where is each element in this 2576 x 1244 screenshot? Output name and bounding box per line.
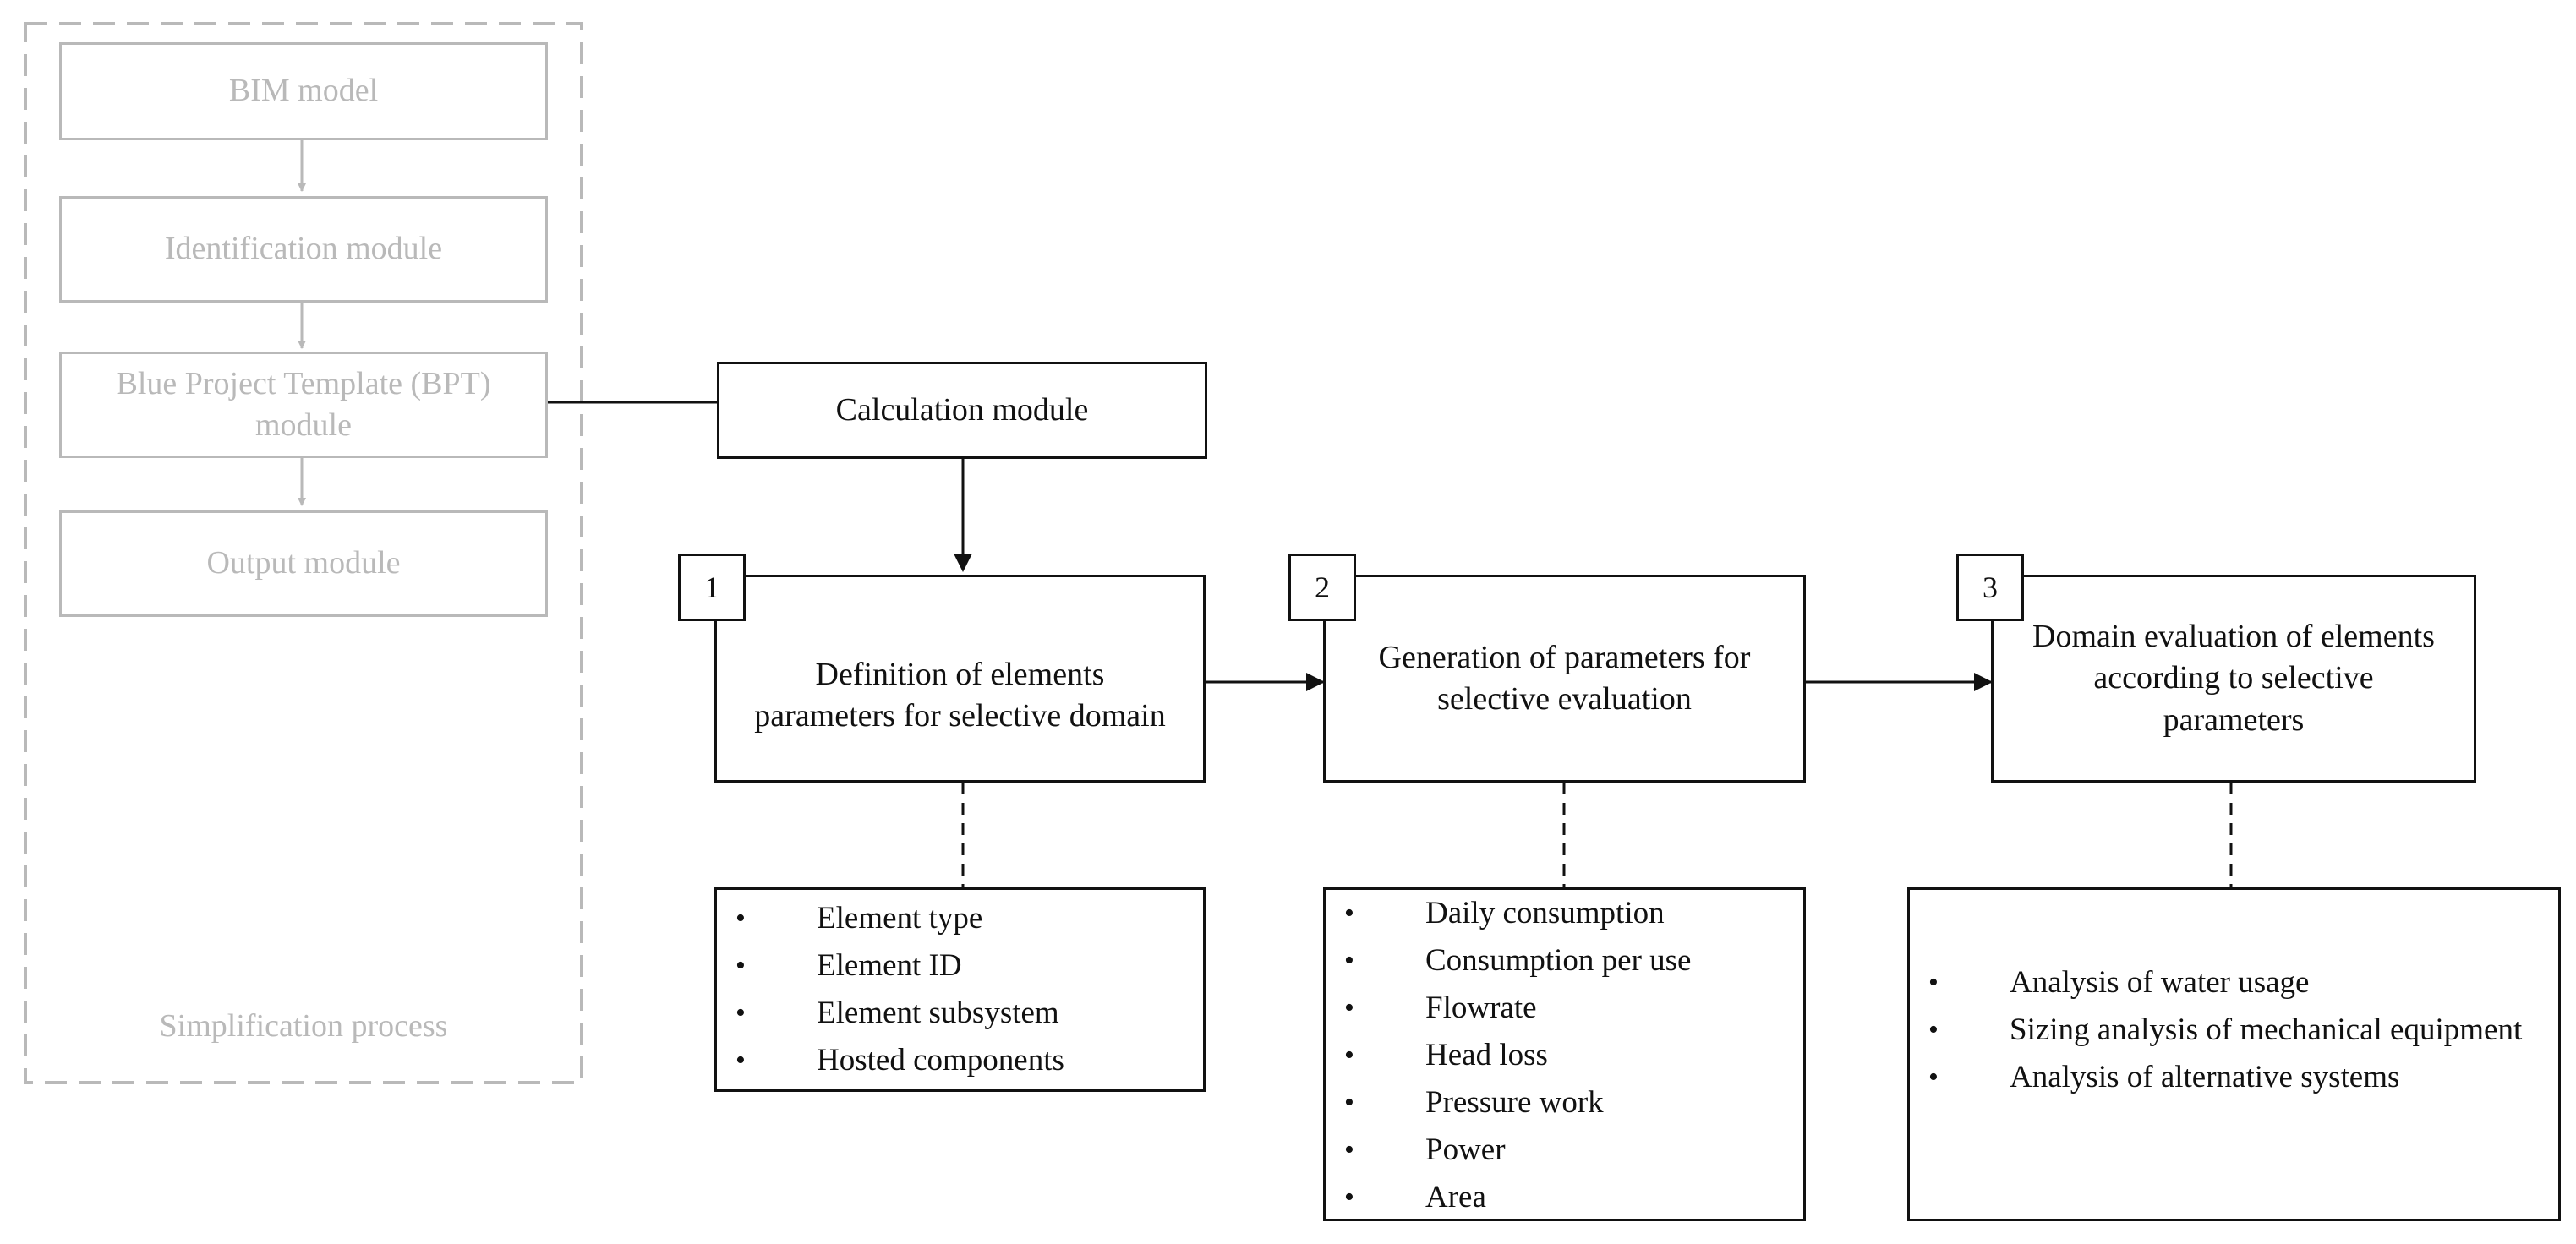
bpt-module-box: Blue Project Template (BPT) module <box>59 352 548 458</box>
stage-2-box: Generation of parameters for selective e… <box>1323 575 1806 783</box>
stage-2-number: 2 <box>1315 570 1330 604</box>
list-item: Power <box>1326 1127 1803 1174</box>
stage-3-title: Domain evaluation of elements according … <box>2032 618 2435 738</box>
list-item: Daily consumption <box>1326 890 1803 937</box>
stage-2-number-badge: 2 <box>1288 554 1356 621</box>
list-item: Flowrate <box>1326 985 1803 1032</box>
list-item: Consumption per use <box>1326 937 1803 985</box>
identification-module-box: Identification module <box>59 196 548 303</box>
list-item: Analysis of water usage <box>1910 959 2558 1007</box>
simplification-frame <box>24 22 583 1084</box>
list-item: Analysis of alternative systems <box>1910 1054 2558 1101</box>
stage-3-analysis-list: Analysis of water usage Sizing analysis … <box>1907 887 2561 1221</box>
stage-1-box: Definition of elements parameters for se… <box>714 575 1206 783</box>
list-item: Pressure work <box>1326 1079 1803 1127</box>
output-module-box: Output module <box>59 510 548 617</box>
list-item: Element ID <box>717 942 1203 990</box>
simplification-process-label: Simplification process <box>159 1008 448 1044</box>
bpt-module-label: Blue Project Template (BPT) module <box>116 365 491 443</box>
calculation-module-box: Calculation module <box>717 362 1207 459</box>
stage-2-title: Generation of parameters for selective e… <box>1378 639 1751 717</box>
list-item: Element type <box>717 895 1203 942</box>
stage-3-number-badge: 3 <box>1956 554 2024 621</box>
stage-1-number-badge: 1 <box>678 554 746 621</box>
output-module-label: Output module <box>206 545 401 581</box>
stage-3-number: 3 <box>1983 570 1998 604</box>
calculation-module-label: Calculation module <box>835 391 1089 428</box>
identification-module-label: Identification module <box>164 231 443 267</box>
stage-1-title: Definition of elements parameters for se… <box>754 656 1166 734</box>
bim-model-label: BIM model <box>228 73 379 109</box>
list-item: Element subsystem <box>717 990 1203 1037</box>
list-item: Sizing analysis of mechanical equipment <box>1910 1007 2558 1054</box>
stage-3-box: Domain evaluation of elements according … <box>1991 575 2476 783</box>
stage-1-number: 1 <box>704 570 719 604</box>
list-item: Area <box>1326 1174 1803 1221</box>
bim-model-box: BIM model <box>59 42 548 140</box>
stage-2-parameter-list: Daily consumption Consumption per use Fl… <box>1323 887 1806 1221</box>
stage-1-parameter-list: Element type Element ID Element subsyste… <box>714 887 1206 1092</box>
list-item: Hosted components <box>717 1037 1203 1084</box>
list-item: Head loss <box>1326 1032 1803 1079</box>
